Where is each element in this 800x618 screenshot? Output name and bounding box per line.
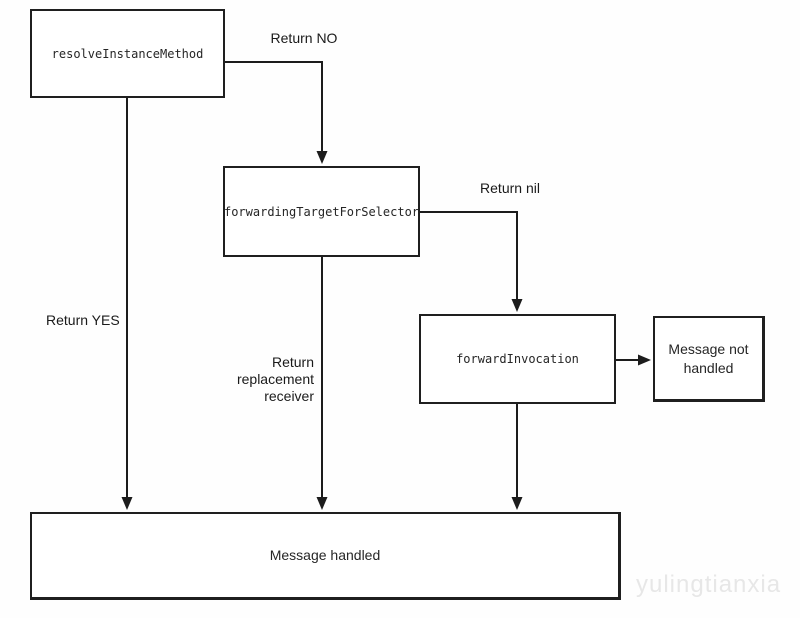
edge-return-nil-arrowhead: [511, 299, 523, 312]
edge-return-nil-line: [420, 211, 518, 299]
watermark-text: yulingtianxia: [636, 571, 782, 598]
edge-return-no-line: [225, 61, 323, 151]
edge-label-return-yes: Return YES: [46, 312, 120, 328]
node-forwarding-target-for-selector: forwardingTargetForSelector: [223, 166, 420, 257]
node-resolve-instance-method: resolveInstanceMethod: [30, 9, 225, 98]
edge-label-return-no: Return NO: [270, 30, 338, 46]
edge-invocation-handled-arrowhead: [511, 497, 523, 510]
node-message-handled: Message handled: [30, 512, 621, 600]
edge-label-return-nil: Return nil: [480, 180, 540, 196]
edge-return-yes-arrowhead: [121, 497, 133, 510]
edge-label-return-replacement: Return replacement receiver: [236, 354, 314, 404]
edge-return-replacement-arrowhead: [316, 497, 328, 510]
node-forward-invocation: forwardInvocation: [419, 314, 616, 404]
edge-return-no-arrowhead: [316, 151, 328, 164]
node-message-not-handled: Message not handled: [653, 316, 765, 402]
edge-not-handled-arrowhead: [638, 354, 651, 366]
